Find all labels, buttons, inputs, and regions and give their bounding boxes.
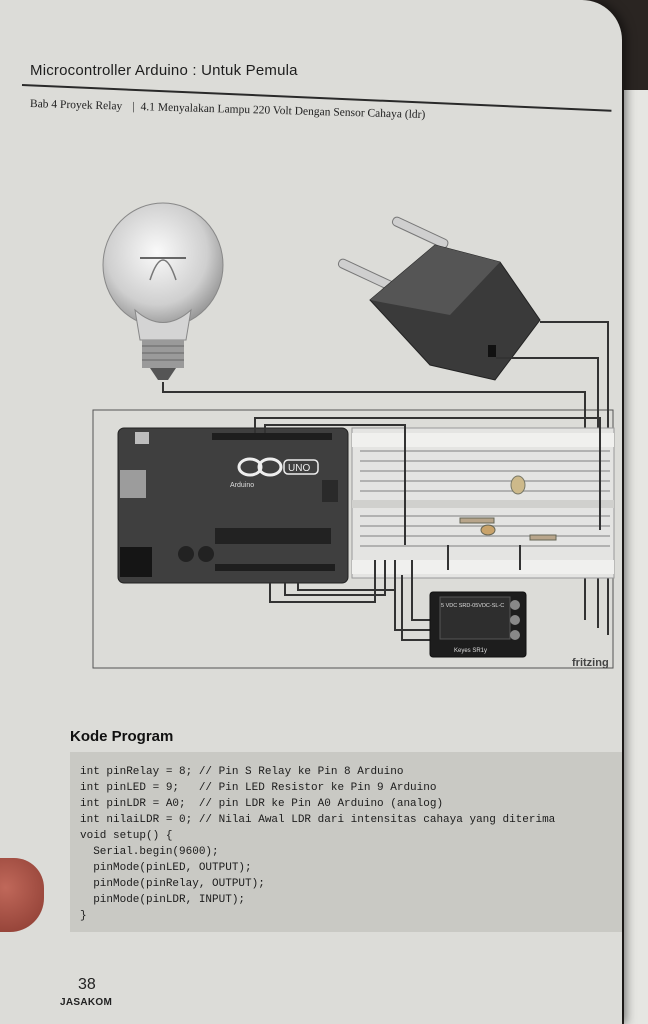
breadcrumb: Bab 4 Proyek Relay | 4.1 Menyalakan Lampu … [30,98,426,121]
code-line: } [80,910,87,922]
circuit-diagram: UNO Arduino [92,202,615,669]
publisher-name: JASAKOM [60,997,113,1008]
adjacent-page-edge [624,90,648,1024]
resistor-icon [459,517,495,524]
section-label: 4.1 Menyalakan Lampu 220 Volt Dengan Sen… [140,101,426,122]
ldr-icon [480,524,496,536]
chapter-label: Bab 4 Proyek Relay [29,98,123,113]
board-brand-label: Arduino [230,482,254,489]
book-page: Microcontroller Arduino : Untuk Pemula B… [0,0,622,1024]
code-line: int pinLED = 9; // Pin LED Resistor ke P… [80,782,437,794]
page-number: 38 [78,976,96,993]
power-plug-icon [337,216,541,381]
thumb [0,858,44,932]
breadboard [351,427,615,579]
book-title: Microcontroller Arduino : Untuk Pemula [30,62,298,79]
code-line: int nilaiLDR = 0; // Nilai Awal LDR dari… [80,814,556,826]
relay-module: 5 VDC SRD-05VDC-SL-C Keyes SR1y [429,591,527,658]
board-model-label: UNO [288,463,310,474]
resistor-icon [529,534,557,541]
light-bulb-icon [102,202,224,380]
breadcrumb-separator: | [132,100,135,113]
section-title: Kode Program [70,728,174,745]
relay-label: 5 VDC SRD-05VDC-SL-C [441,603,504,609]
code-block-background [70,752,622,932]
arduino-uno-board: UNO Arduino [117,427,349,584]
code-line: int pinRelay = 8; // Pin S Relay ke Pin … [80,766,404,778]
code-line: void setup() { [80,830,173,842]
code-block: int pinRelay = 8; // Pin S Relay ke Pin … [80,764,555,924]
code-line: pinMode(pinLDR, INPUT); [80,894,246,906]
fritzing-credit: fritzing [572,657,609,669]
relay-module-label: Keyes SR1y [454,648,487,654]
led-icon [510,475,526,495]
code-line: pinMode(pinRelay, OUTPUT); [80,878,265,890]
code-line: Serial.begin(9600); [80,846,219,858]
code-line: int pinLDR = A0; // pin LDR ke Pin A0 Ar… [80,798,444,810]
code-line: pinMode(pinLED, OUTPUT); [80,862,252,874]
